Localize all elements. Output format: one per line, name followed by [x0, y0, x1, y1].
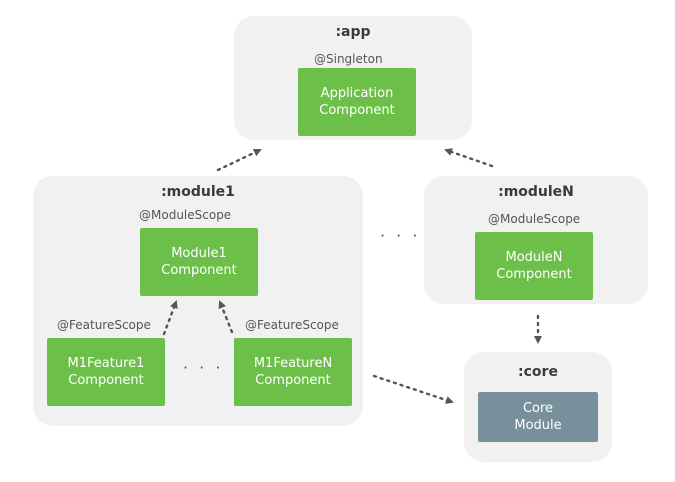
- module1-panel: :module1 @ModuleScope Module1 Component …: [33, 176, 363, 426]
- moduleN-component[interactable]: ModuleN Component: [475, 232, 593, 300]
- m1featureN-component-line1: M1FeatureN: [253, 356, 333, 371]
- module1-component-line1: Module1: [171, 246, 227, 261]
- arrow-moduleN-to-app: [444, 148, 494, 168]
- modules-ellipsis: · · ·: [380, 226, 421, 245]
- arrow-feature1-to-module1: [162, 300, 178, 336]
- arrow-module1-to-core: [372, 374, 454, 404]
- module1-component-line2: Component: [161, 263, 237, 278]
- moduleN-component-line2: Component: [496, 267, 572, 282]
- app-scope-label: @Singleton: [314, 52, 383, 66]
- application-component-line2: Component: [319, 103, 395, 118]
- feature1-scope-label: @FeatureScope: [57, 318, 151, 332]
- moduleN-component-line1: ModuleN: [505, 250, 563, 265]
- module1-title: :module1: [161, 184, 235, 200]
- m1featureN-component[interactable]: M1FeatureN Component: [234, 338, 352, 406]
- featureN-scope-label: @FeatureScope: [245, 318, 339, 332]
- m1feature1-component[interactable]: M1Feature1 Component: [47, 338, 165, 406]
- core-panel: :core Core Module: [464, 352, 612, 462]
- app-module-panel: :app @Singleton Application Component: [234, 16, 472, 140]
- app-module-title: :app: [335, 24, 371, 40]
- arrow-module1-to-app: [216, 148, 262, 172]
- core-module-line2: Module: [514, 418, 562, 433]
- m1featureN-component-line2: Component: [255, 373, 331, 388]
- module1-component[interactable]: Module1 Component: [140, 228, 258, 296]
- application-component-line1: Application: [320, 86, 394, 101]
- core-title: :core: [518, 364, 558, 380]
- application-component[interactable]: Application Component: [298, 68, 416, 136]
- m1feature1-component-line1: M1Feature1: [67, 356, 145, 371]
- core-module[interactable]: Core Module: [478, 392, 598, 442]
- moduleN-scope-label: @ModuleScope: [488, 212, 581, 226]
- m1feature1-component-line2: Component: [68, 373, 144, 388]
- arrow-featureN-to-module1: [218, 300, 234, 334]
- features-ellipsis: · · ·: [183, 358, 224, 377]
- core-module-line1: Core: [522, 401, 554, 416]
- moduleN-title: :moduleN: [498, 184, 574, 200]
- moduleN-panel: :moduleN @ModuleScope ModuleN Component: [424, 176, 648, 304]
- module1-scope-label: @ModuleScope: [139, 208, 232, 222]
